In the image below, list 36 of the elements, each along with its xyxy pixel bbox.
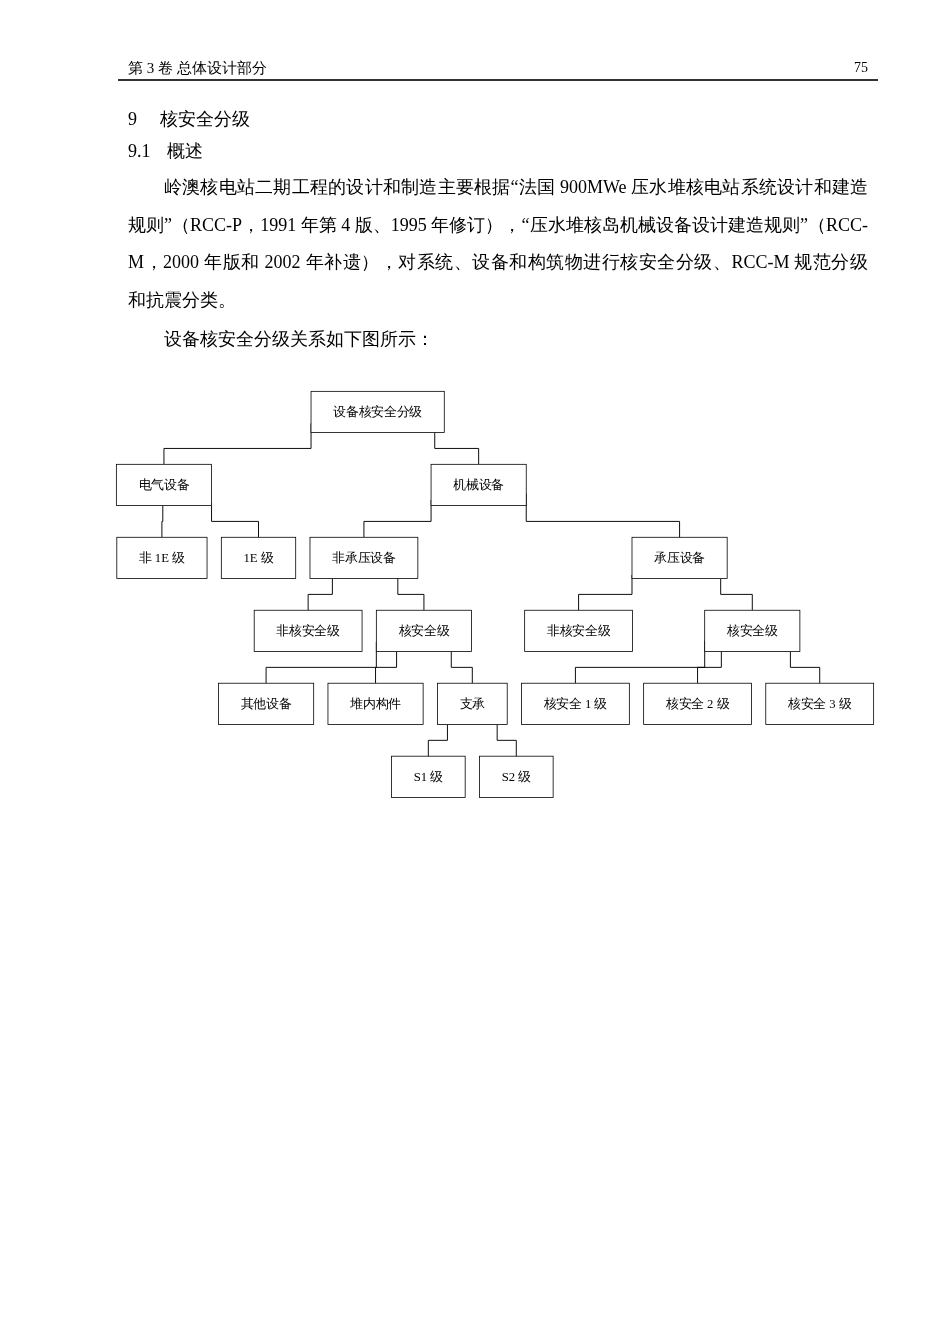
section-heading: 9 核安全分级 bbox=[128, 108, 250, 131]
node-box: S2 级 bbox=[479, 755, 554, 798]
page-number: 75 bbox=[854, 59, 868, 77]
node-box: 核安全级 bbox=[375, 609, 472, 652]
node-box: 堆内构件 bbox=[327, 682, 424, 725]
connector bbox=[161, 505, 164, 538]
connector bbox=[697, 651, 722, 684]
node-box: 1E 级 bbox=[220, 536, 297, 579]
node-box: 核安全 2 级 bbox=[643, 682, 752, 725]
connector bbox=[720, 578, 753, 611]
node-box: 支承 bbox=[437, 682, 508, 725]
connector bbox=[434, 432, 480, 465]
node-box: 设备核安全分级 bbox=[310, 390, 445, 433]
running-header: 第 3 卷 总体设计部分 bbox=[128, 59, 267, 78]
connector bbox=[397, 578, 425, 611]
connector bbox=[450, 651, 473, 684]
node-box: 电气设备 bbox=[115, 463, 212, 506]
node-box: 核安全级 bbox=[704, 609, 801, 652]
node-box: 非承压设备 bbox=[309, 536, 419, 579]
node-box: 其他设备 bbox=[218, 682, 315, 725]
node-box: S1 级 bbox=[391, 755, 466, 798]
node-box: 承压设备 bbox=[631, 536, 728, 579]
node-box: 核安全 1 级 bbox=[521, 682, 630, 725]
node-box: 非核安全级 bbox=[253, 609, 363, 652]
node-box: 非 1E 级 bbox=[116, 536, 208, 579]
subsection-heading: 9.1 概述 bbox=[128, 140, 203, 163]
paragraph: 设备核安全分级关系如下图所示： bbox=[163, 328, 435, 351]
connector bbox=[307, 578, 333, 611]
node-box: 核安全 3 级 bbox=[765, 682, 875, 725]
connector bbox=[375, 651, 398, 684]
node-box: 非核安全级 bbox=[524, 609, 633, 652]
paragraph: 岭澳核电站二期工程的设计和制造主要根据“法国 900MWe 压水堆核电站系统设计和建造规则”（RCC-P，1991 年第 4 版、1995 年修订），“压水堆核岛机械设备设计建造规则”（RCC-M，2000 年版和 2002 年补遗），对系统、设备和构筑物进行核安全分级、RCC-M 规范分级和抗震分类。 bbox=[128, 176, 868, 312]
connector bbox=[496, 724, 517, 757]
connector bbox=[427, 724, 448, 757]
connector bbox=[789, 651, 821, 684]
node-box: 机械设备 bbox=[430, 463, 527, 506]
